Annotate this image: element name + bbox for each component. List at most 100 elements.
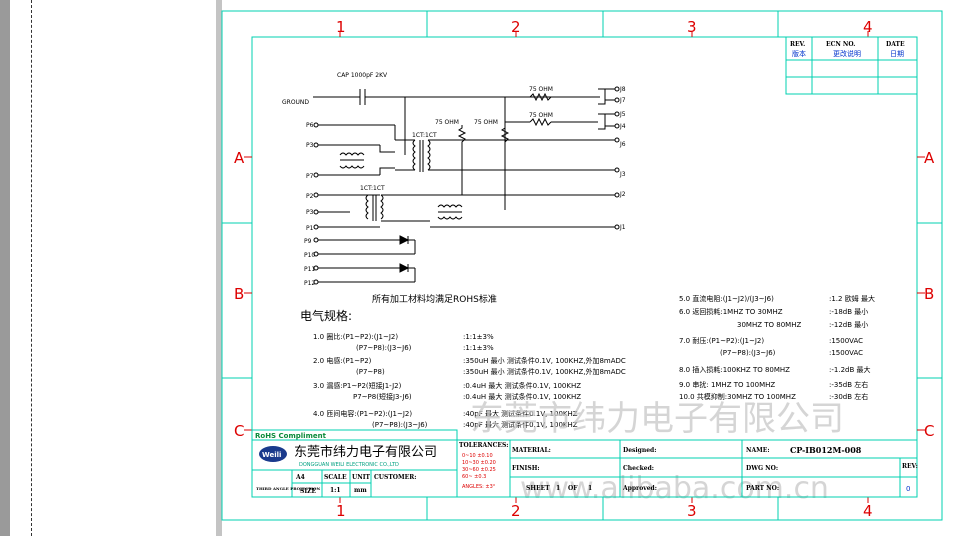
spec-label: P7~P8(短接J3-J6) [353, 392, 412, 401]
sheet-label: SHEET [526, 485, 550, 492]
pin-label: J8 [619, 86, 626, 93]
spec-value: :1.2 欧姆 最大 [829, 294, 875, 303]
pin-label: P3 [306, 209, 314, 216]
cap-label: CAP 1000pF 2KV [337, 72, 388, 79]
spec-value: :350uH 最小 测试条件0.1V, 100KHZ,外加8mADC [463, 356, 626, 365]
watermark-company: 东莞市纬力电子有限公司 [470, 399, 844, 439]
pin-label: P3 [306, 142, 314, 149]
resistor-label: 75 OHM [529, 86, 553, 93]
col-label-bottom: 2 [511, 502, 521, 520]
rev-label: REV: [902, 463, 918, 470]
spec-value: :1500VAC [829, 349, 863, 357]
col-label-bottom: 4 [863, 502, 873, 520]
pin-label: J6 [619, 141, 626, 148]
pin-label: P1 [306, 225, 314, 232]
logo-text: Weili [262, 451, 281, 459]
spec-label: 5.0 直流电阻:(J1~J2)/(J3~J6) [679, 294, 774, 303]
spec-value: :0.4uH 最大 测试条件0.1V, 100KHZ [463, 392, 581, 401]
pin-label: P2 [306, 193, 314, 200]
border-ticks [222, 11, 942, 520]
tolerance-row: 60~ ±0.3 [462, 474, 486, 480]
dwg-label: DWG NO: [746, 465, 778, 472]
company-english: DONGGUAN WEILI ELECTRONIC CO.,LTD [299, 462, 399, 468]
col-label-top: 2 [511, 18, 521, 36]
spec-value: :-1.2dB 最大 [829, 365, 871, 374]
spec-label: 4.0 匝间电容:(P1~P2):(J1~J2) [313, 409, 412, 418]
spec-value: :1:1±3% [463, 333, 494, 341]
date-header: DATE [886, 41, 905, 48]
pin-dots [313, 86, 620, 285]
tolerance-row: 0~10 ±0.10 [462, 453, 493, 459]
spec-label: 9.0 串扰: 1MHZ TO 100MHZ [679, 380, 775, 389]
panel-separator [216, 0, 222, 536]
of-label: OF [568, 485, 578, 492]
part-name: CP-IB012M-008 [790, 445, 862, 455]
pin-label: J2 [619, 191, 626, 198]
row-label-right: B [924, 285, 934, 303]
spec-label: 6.0 返回损耗:1MHZ TO 30MHZ [679, 307, 783, 316]
spec-label: (P7~P8):(J3~J6) [356, 344, 412, 352]
pin-label: J5 [619, 111, 626, 118]
transformer-label: 1CT:1CT [412, 132, 437, 139]
name-label: NAME: [746, 447, 770, 454]
spec-value: :-35dB 左右 [829, 380, 868, 389]
spec-value: :1500VAC [829, 337, 863, 345]
tolerances-label: TOLERANCES: [459, 442, 509, 449]
spec-label: 10.0 共模抑制:30MHZ TO 100MHZ [679, 392, 796, 401]
company-name: 东莞市纬力电子有限公司 [294, 444, 437, 460]
spec-value: :1:1±3% [463, 344, 494, 352]
row-label-left: B [234, 285, 244, 303]
pin-label: P9 [304, 238, 312, 245]
pin-label: P12 [304, 280, 315, 287]
checked-label: Checked: [623, 465, 654, 472]
left-scrollbar[interactable] [0, 0, 10, 536]
spec-label: 8.0 插入损耗:100KHZ TO 80MHZ [679, 365, 790, 374]
col-label-top: 4 [863, 18, 873, 36]
designed-label: Designed: [623, 447, 656, 454]
pin-label: J7 [619, 97, 626, 104]
outer-frame [221, 10, 943, 521]
spec-value: :350uH 最小 测试条件0.1V, 100KHZ,外加8mADC [463, 367, 626, 376]
customer-label: CUSTOMER: [374, 474, 416, 481]
size-caption: SIZE [300, 488, 317, 495]
ecn-header: ECN NO. [826, 41, 855, 48]
approved-label: Approved: [622, 485, 657, 492]
tolerance-row: 30~60 ±0.25 [462, 467, 496, 473]
pin-label: J4 [619, 123, 626, 130]
spec-value: :-30dB 左右 [829, 392, 868, 401]
resistor-label: 75 OHM [474, 119, 498, 126]
scale-value: 1:1 [330, 487, 341, 494]
col-label-bottom: 3 [687, 502, 697, 520]
unit-value: mm [354, 487, 367, 494]
unit-label: UNIT [352, 474, 371, 481]
date-value: 日期 [890, 50, 904, 58]
watermark-url: www.alibaba.com.cn [520, 471, 829, 506]
spec-title: 电气规格: [300, 308, 352, 323]
rev-number: 0 [906, 485, 910, 493]
schematic [313, 88, 615, 283]
spec-label: 3.0 漏感:P1~P2(短接J1-J2) [313, 381, 402, 390]
resistor-label: 75 OHM [529, 112, 553, 119]
ground-label: GROUND [282, 99, 309, 106]
spec-label: (P7~P8):(J3~J6) [372, 421, 428, 429]
spec-label: (P7~P8):(J3~J6) [720, 349, 776, 357]
pin-label: P10 [304, 252, 315, 259]
weili-logo [259, 446, 287, 462]
row-label-left: A [234, 149, 245, 167]
spec-value: :40pF 最大 测试条件0.1V, 100KHZ [463, 409, 578, 418]
rev-value: 版本 [792, 49, 806, 58]
row-label-right: C [924, 422, 934, 440]
spec-label: 1.0 圈比:(P1~P2):(J1~J2) [313, 332, 398, 341]
of-value: 1 [588, 485, 592, 492]
material-label: MATERIAL: [512, 447, 551, 454]
sheet-value: 1 [556, 485, 560, 492]
resistor-label: 75 OHM [435, 119, 459, 126]
col-label-top: 3 [687, 18, 697, 36]
transformer-label: 1CT:1CT [360, 185, 385, 192]
rohs-badge: RoHS Compliment [255, 432, 327, 440]
pin-label: J1 [619, 224, 626, 231]
rev-header: REV. [790, 41, 805, 48]
projection-label: THIRD ANGLE PROJECTION [256, 486, 321, 491]
spec-value: :-18dB 最小 [829, 307, 868, 316]
